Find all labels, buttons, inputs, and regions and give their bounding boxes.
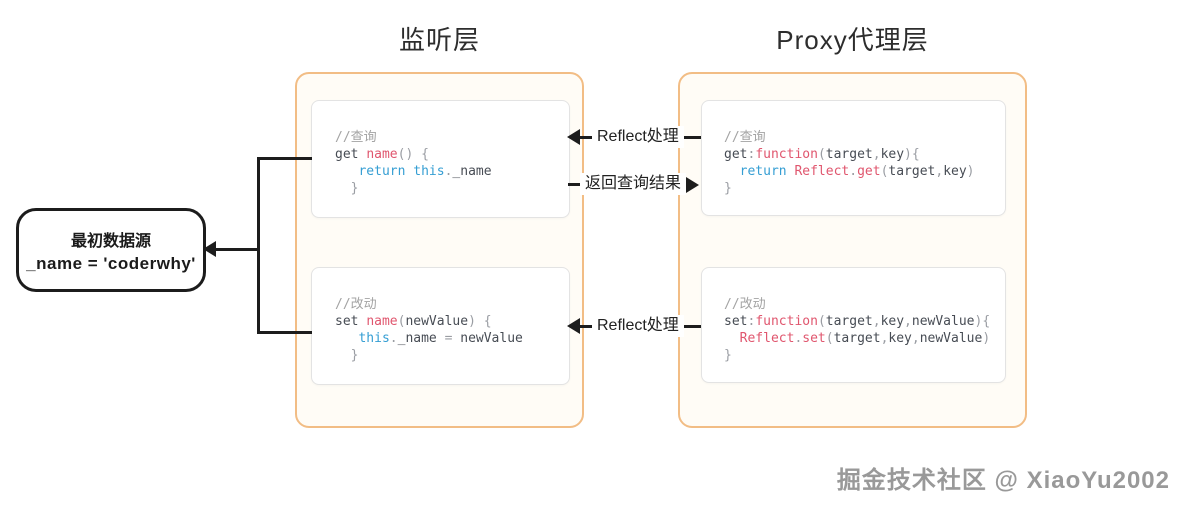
return-result-label: 返回查询结果 <box>580 173 687 195</box>
code-line: //查询 <box>335 130 377 145</box>
data-source-box: 最初数据源 _name = 'coderwhy' <box>16 208 206 292</box>
code-line: //查询 <box>724 130 766 145</box>
reflect-bottom-label: Reflect处理 <box>592 315 684 337</box>
data-source-arrow-line <box>214 248 260 251</box>
arrow-left-icon <box>567 129 580 145</box>
code-line: } <box>335 181 359 196</box>
bracket-vertical-line <box>257 157 260 334</box>
code-line: } <box>335 348 359 363</box>
arrow-left-icon <box>567 318 580 334</box>
code-line: } <box>724 181 732 196</box>
listen-layer-title: 监听层 <box>398 25 480 55</box>
proxy-get-code-box: //查询 get:function(target,key){ return Ref… <box>701 100 1006 216</box>
arrow-left-icon <box>203 241 216 257</box>
code-line: //改动 <box>335 297 377 312</box>
code-line: set:function(target,key,newValue){ <box>724 314 991 329</box>
reflect-top-label: Reflect处理 <box>592 126 684 148</box>
code-line: set name(newValue) { <box>335 314 492 329</box>
data-source-value: _name = 'coderwhy' <box>26 253 196 273</box>
code-line: get:function(target,key){ <box>724 147 920 162</box>
watermark-text: 掘金技术社区 @ XiaoYu2002 <box>836 467 1170 494</box>
code-line: Reflect.set(target,key,newValue) <box>739 331 991 346</box>
data-source-title: 最初数据源 <box>70 232 151 250</box>
bracket-top-line <box>257 157 312 160</box>
code-line: //改动 <box>724 297 766 312</box>
listen-set-code-box: //改动 set name(newValue) { this._name = ne… <box>311 267 570 385</box>
code-line: this._name = newValue <box>358 331 523 346</box>
arrow-right-icon <box>686 177 699 193</box>
proxy-layer-title: Proxy代理层 <box>776 25 929 55</box>
code-line: return this._name <box>358 164 492 179</box>
bracket-bottom-line <box>257 331 312 334</box>
code-line: return Reflect.get(target,key) <box>739 164 975 179</box>
listen-get-code-box: //查询 get name() { return this._name } <box>311 100 570 218</box>
code-line: } <box>724 348 732 363</box>
code-line: get name() { <box>335 147 429 162</box>
proxy-set-code-box: //改动 set:function(target,key,newValue){ R… <box>701 267 1006 383</box>
